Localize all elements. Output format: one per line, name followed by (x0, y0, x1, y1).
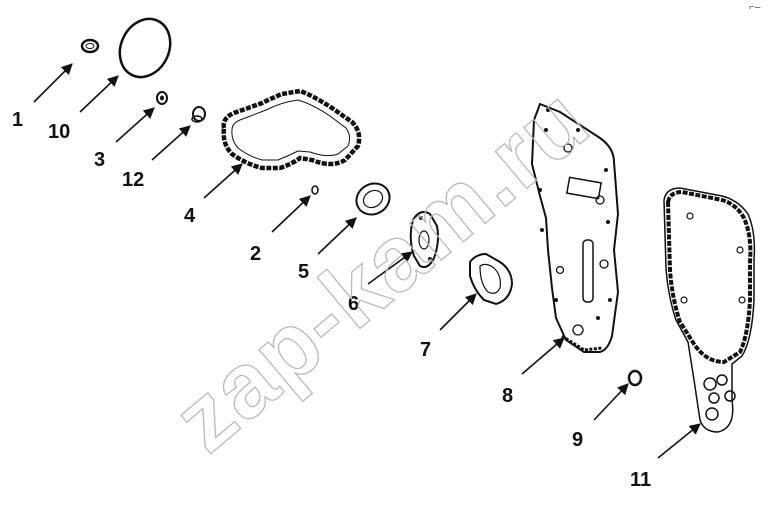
part-12-plug (191, 106, 206, 123)
part-8-plate-gasket (530, 102, 620, 353)
callout-8: 8 (502, 385, 513, 407)
callout-5: 5 (298, 261, 309, 283)
part-4-cover-gasket (221, 88, 362, 171)
arrow-4 (203, 163, 243, 199)
arrow-9 (593, 383, 629, 421)
arrow-8 (521, 337, 565, 375)
arrow-3 (115, 107, 155, 143)
arrow-2 (271, 195, 311, 233)
part-3-washer (156, 91, 168, 105)
corner-mark: ⌐– (749, 2, 761, 13)
callout-7: 7 (420, 339, 431, 361)
part-7-flange-gasket (469, 252, 514, 306)
arrow-7 (439, 293, 477, 331)
arrow-6 (367, 251, 413, 285)
callout-9: 9 (572, 429, 583, 451)
part-1-small-seal (80, 38, 100, 54)
part-9-small-ring (627, 369, 643, 387)
watermark: zap-kam.ru (155, 68, 608, 471)
arrow-5 (317, 217, 357, 255)
callout-12: 12 (122, 169, 144, 191)
callout-2: 2 (250, 243, 261, 265)
part-11-cover-gasket (663, 187, 756, 433)
arrow-12 (151, 125, 191, 161)
callout-3: 3 (94, 149, 105, 171)
callout-4: 4 (184, 205, 196, 227)
arrow-1 (33, 63, 73, 103)
part-5-gasket-ring (355, 182, 391, 216)
arrow-11 (657, 423, 701, 459)
arrow-10 (79, 75, 119, 113)
callout-1: 1 (12, 109, 23, 131)
callout-10: 10 (48, 121, 70, 143)
callout-6: 6 (348, 293, 359, 315)
part-10-large-o-ring (118, 17, 172, 79)
part-6-flange-gasket (409, 211, 439, 268)
callout-11: 11 (630, 469, 651, 491)
part-2-tiny-seal (311, 185, 319, 195)
